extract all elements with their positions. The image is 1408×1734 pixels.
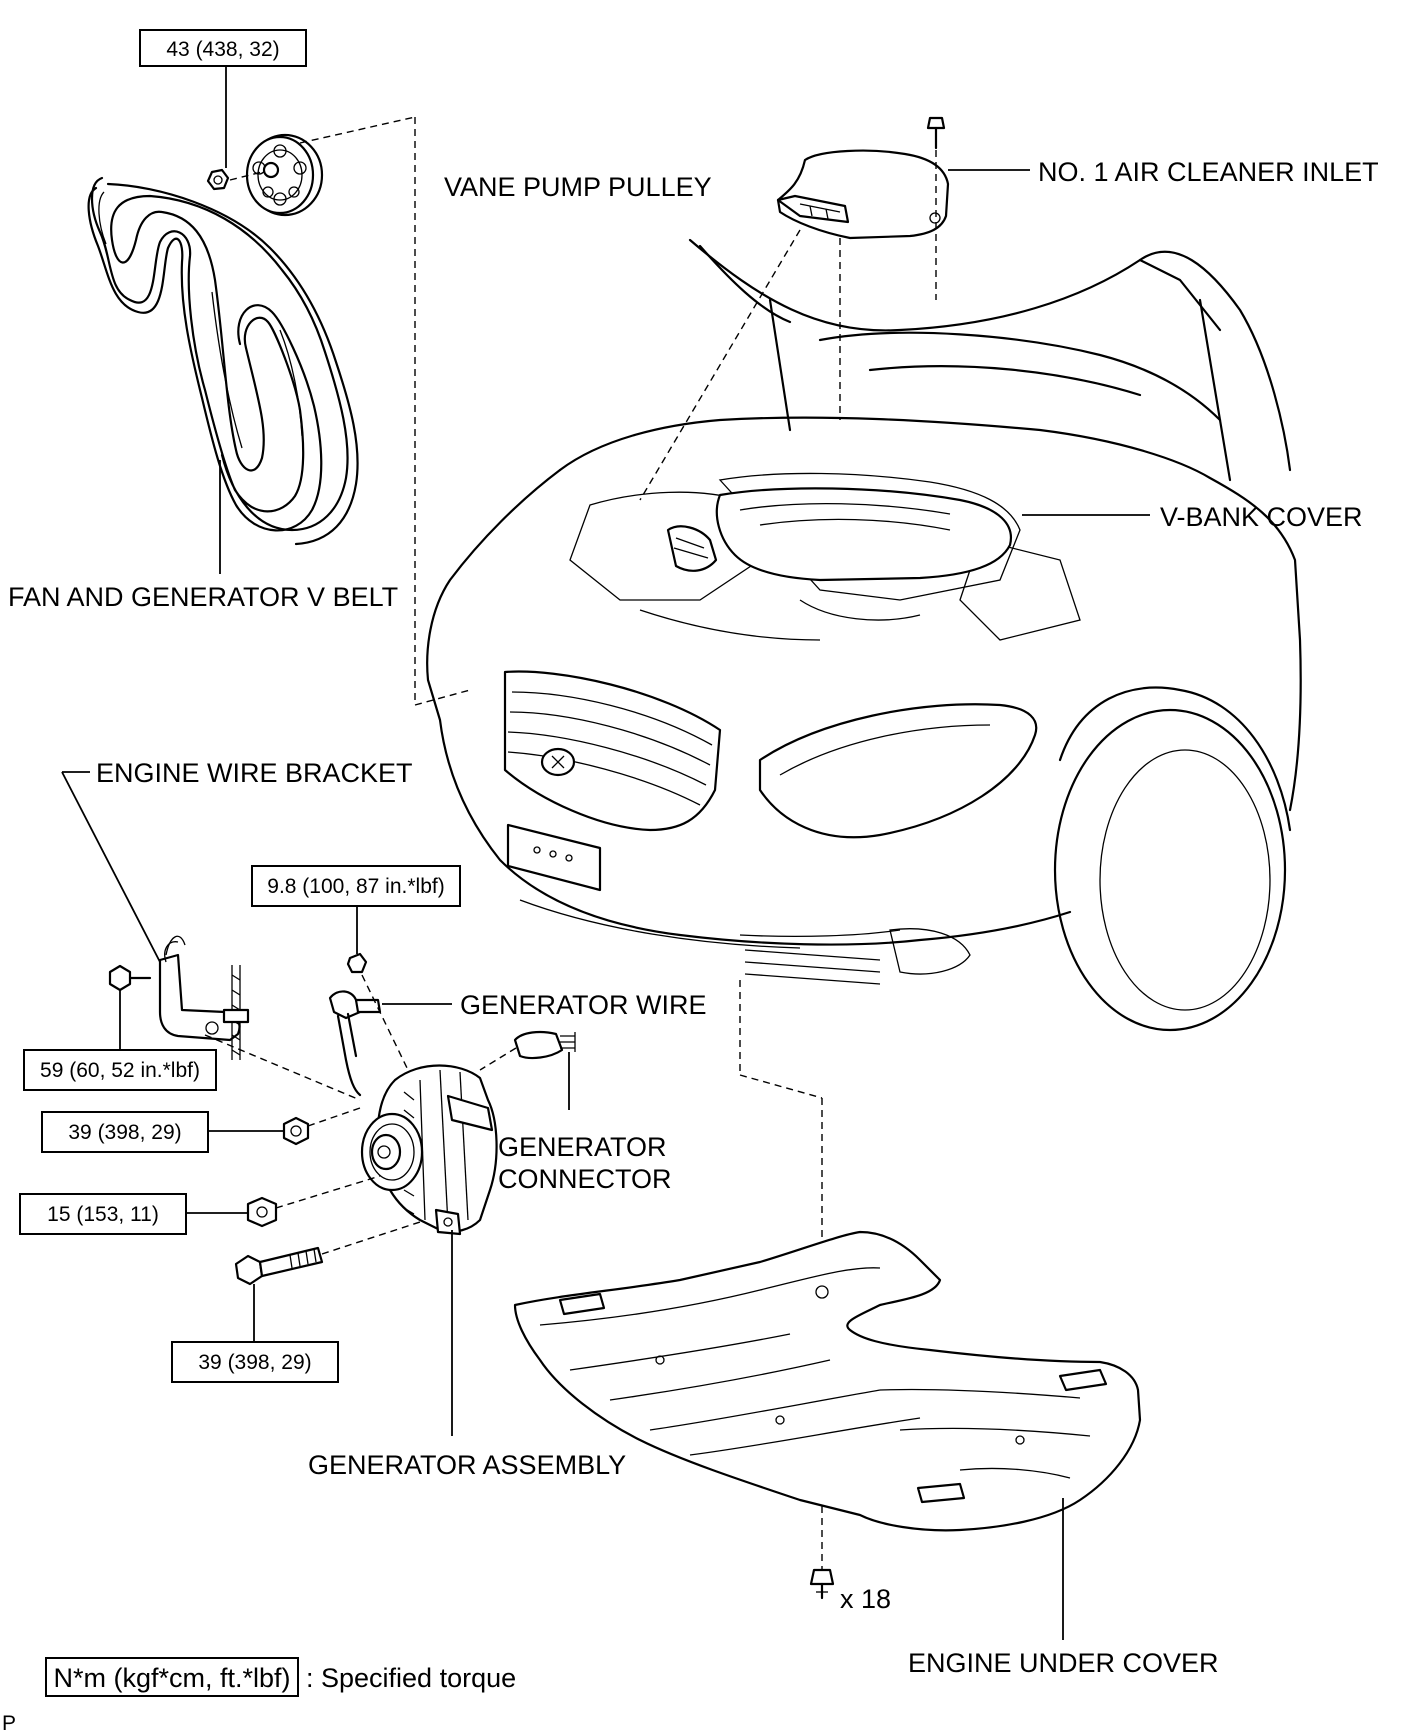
label-bolt-count: x 18 — [840, 1584, 891, 1614]
generator-assembly-illustration — [360, 1064, 498, 1236]
generator-nut-upper — [282, 1116, 310, 1146]
torque-legend: N*m (kgf*cm, ft.*lbf) : Specified torque — [45, 1657, 516, 1697]
svg-text:39 (398, 29): 39 (398, 29) — [198, 1351, 311, 1374]
label-generator-wire: GENERATOR WIRE — [460, 990, 707, 1020]
svg-text:59 (60, 52 in.*lbf): 59 (60, 52 in.*lbf) — [40, 1059, 200, 1082]
legend-description: : Specified torque — [306, 1663, 516, 1693]
label-generator-connector-line1: GENERATOR — [498, 1132, 667, 1162]
generator-wire-illustration — [328, 990, 382, 1097]
vane-pump-nut — [206, 168, 230, 191]
label-v-bank-cover: V-BANK COVER — [1160, 502, 1363, 532]
vehicle-front-illustration — [426, 238, 1302, 1032]
vane-pump-pulley-illustration — [245, 133, 324, 217]
svg-text:39 (398, 29): 39 (398, 29) — [68, 1121, 181, 1144]
svg-text:43 (438, 32): 43 (438, 32) — [166, 38, 279, 61]
torque-box-vane-pump-nut: 43 (438, 32) — [139, 29, 307, 67]
air-cleaner-inlet-illustration — [776, 116, 950, 240]
torque-box-generator-nut-lower: 15 (153, 11) — [19, 1193, 187, 1235]
generator-through-bolt — [234, 1246, 324, 1286]
torque-box-generator-nut-upper: 39 (398, 29) — [41, 1111, 209, 1153]
torque-box-generator-bolt: 39 (398, 29) — [171, 1341, 339, 1383]
torque-box-bracket-bolt: 59 (60, 52 in.*lbf) — [23, 1049, 217, 1091]
label-fan-generator-v-belt: FAN AND GENERATOR V BELT — [8, 582, 398, 612]
label-generator-connector-line2: CONNECTOR — [498, 1164, 672, 1194]
fan-generator-v-belt-illustration — [87, 176, 359, 546]
label-air-cleaner-inlet: NO. 1 AIR CLEANER INLET — [1038, 157, 1379, 187]
torque-box-generator-wire-nut: 9.8 (100, 87 in.*lbf) — [251, 865, 461, 907]
label-generator-assembly: GENERATOR ASSEMBLY — [308, 1450, 626, 1480]
svg-text:15 (153, 11): 15 (153, 11) — [47, 1203, 159, 1226]
engine-wire-bracket-illustration — [158, 935, 250, 1060]
generator-connector-illustration — [513, 1030, 576, 1060]
legend-unit-box: N*m (kgf*cm, ft.*lbf) — [53, 1663, 290, 1693]
label-vane-pump-pulley: VANE PUMP PULLEY — [444, 172, 712, 202]
engine-under-cover-illustration — [513, 1230, 1142, 1532]
generator-nut-lower — [246, 1196, 278, 1228]
bracket-bolt — [108, 964, 152, 992]
label-engine-wire-bracket: ENGINE WIRE BRACKET — [96, 758, 413, 788]
label-engine-under-cover: ENGINE UNDER COVER — [908, 1648, 1219, 1678]
svg-text:9.8 (100, 87 in.*lbf): 9.8 (100, 87 in.*lbf) — [267, 875, 444, 898]
clip-fastener-icon — [809, 1568, 835, 1600]
page-mark: P — [2, 1712, 16, 1734]
generator-wire-nut — [346, 952, 368, 974]
